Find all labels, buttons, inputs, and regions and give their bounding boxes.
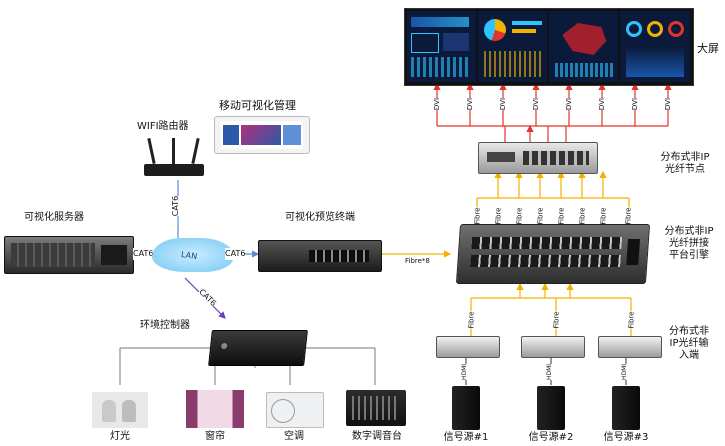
- device-ac-image: [266, 392, 324, 428]
- device-label-light: 灯光: [110, 431, 130, 442]
- video-wall-panel-2: [478, 11, 547, 82]
- device-light-image: [92, 392, 148, 428]
- node-title: 分布式非IP 光纤节点: [660, 152, 710, 175]
- device-curtain-image: [186, 390, 244, 428]
- input-node-2: [521, 336, 585, 358]
- cat6-router-label: CAT6: [170, 195, 183, 217]
- video-wall-panel-3: [549, 11, 618, 82]
- dvi-label: DVI: [596, 97, 609, 111]
- fibre-label: Fibre: [622, 207, 635, 225]
- input-title: 分布式非 IP光纤输 入端: [669, 326, 709, 361]
- dvi-label: DVI: [662, 97, 675, 111]
- fibre-label: Fibre: [492, 207, 505, 225]
- dvi-links: [433, 82, 672, 142]
- preview-terminal-label: 可视化预览终端: [285, 212, 355, 223]
- dvi-label: DVI: [431, 97, 444, 111]
- fibre-label: Fibre: [471, 207, 484, 225]
- device-label-mixer: 数字调音台: [352, 431, 402, 442]
- dvi-label: DVI: [530, 97, 543, 111]
- hdmi-label: HDMI: [459, 363, 472, 381]
- fibre-label: Fibre: [555, 207, 568, 225]
- env-controller-label: 环境控制器: [140, 320, 190, 331]
- source-label-2: 信号源#2: [528, 432, 574, 443]
- env-controller-device: [208, 330, 308, 366]
- cat6-terminal-label: CAT6: [225, 248, 246, 260]
- video-wall-panel-1: [407, 11, 476, 82]
- dvi-label: DVI: [629, 97, 642, 111]
- signal-source-2: [537, 386, 565, 430]
- signal-source-1: [452, 386, 480, 430]
- engine-title: 分布式非IP 光纤拼接 平台引擎: [664, 226, 714, 261]
- source-label-3: 信号源#3: [603, 432, 649, 443]
- device-label-curtain: 窗帘: [205, 431, 225, 442]
- fibre8-label: Fibre*8: [405, 257, 430, 265]
- device-mixer-image: [346, 390, 406, 426]
- input-node-1: [436, 336, 500, 358]
- fibre-label: Fibre: [550, 311, 563, 329]
- fibre-label: Fibre: [597, 207, 610, 225]
- video-wall-panel-4: [620, 11, 690, 82]
- hdmi-label: HDMI: [619, 363, 632, 381]
- mobile-mgmt-label: 移动可视化管理: [219, 99, 296, 112]
- video-wall: [404, 8, 694, 86]
- lan-label: LAN: [180, 249, 198, 262]
- tablet-device: [214, 116, 310, 154]
- signal-source-3: [612, 386, 640, 430]
- lan-cloud: [152, 238, 234, 272]
- dvi-label: DVI: [464, 97, 477, 111]
- input-node-3: [598, 336, 662, 358]
- fibre-label: Fibre: [465, 311, 478, 329]
- fibre-label: Fibre: [576, 207, 589, 225]
- source-label-1: 信号源#1: [443, 432, 489, 443]
- big-screen-label: 大屏: [697, 42, 719, 55]
- fibre-label: Fibre: [534, 207, 547, 225]
- device-label-ac: 空调: [284, 431, 304, 442]
- dvi-label: DVI: [563, 97, 576, 111]
- fibre-engine-device: [455, 224, 651, 284]
- cat6-server-label: CAT6: [133, 248, 154, 260]
- dvi-label: DVI: [497, 97, 510, 111]
- router-device: [144, 137, 204, 178]
- hdmi-label: HDMI: [544, 363, 557, 381]
- fibre-node-device: [478, 142, 598, 174]
- router-label: WIFI路由器: [137, 121, 189, 132]
- fibre-label: Fibre: [513, 207, 526, 225]
- server-label: 可视化服务器: [24, 212, 84, 223]
- preview-terminal-device: [258, 240, 382, 272]
- fibre-label: Fibre: [625, 311, 638, 329]
- server-device: [4, 236, 134, 274]
